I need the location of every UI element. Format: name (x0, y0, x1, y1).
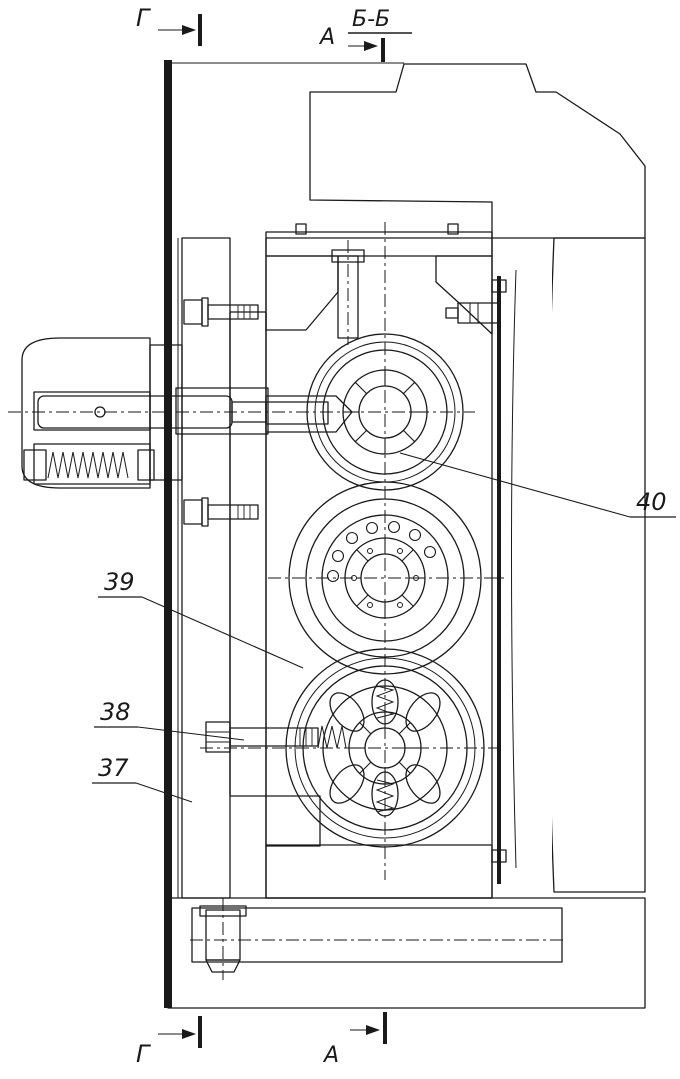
hub-bolt-circle (351, 548, 419, 608)
stud-spring (317, 725, 347, 749)
callout-38-label: 38 (100, 698, 131, 726)
bolt-head-upper (183, 299, 203, 325)
callout-39-label: 39 (104, 568, 135, 596)
housing-top-section (309, 63, 646, 239)
mounting-plane-line (164, 60, 172, 1008)
gear-cavity (265, 223, 499, 899)
section-marks: Г А Б-Б Г А (136, 4, 412, 1068)
left-flange-wall (181, 237, 231, 899)
coil-spring-top (375, 685, 395, 719)
fork-rail (265, 401, 329, 425)
bracket-lower-left (265, 795, 321, 847)
cover-stud-right (447, 223, 459, 235)
view-arrow-gamma-bottom (182, 1029, 196, 1039)
bottom-channel (191, 905, 563, 973)
clutch-lobe (405, 764, 441, 804)
spring-channel (33, 443, 151, 485)
gasket-clamp-top (491, 279, 507, 293)
gasket (491, 276, 507, 884)
spring-plug (23, 449, 47, 481)
clutch-lobe (405, 692, 441, 732)
section-mark-gamma-bottom-label: Г (136, 1040, 151, 1068)
cover-stud-left (295, 223, 307, 235)
shaft-bore (175, 387, 269, 435)
part-callouts: 40 39 38 37 (92, 452, 676, 803)
bell-housing-gap (500, 240, 552, 890)
leader-line-40 (399, 452, 631, 518)
bracket-upper-right (435, 255, 493, 335)
centerlines (8, 222, 565, 980)
gasket-clamp-bottom (491, 849, 507, 863)
drain-bolt-head (205, 959, 241, 973)
top-cover-plate (265, 231, 493, 257)
rod-channel (33, 391, 151, 431)
section-mark-a-bottom-label: А (322, 1043, 339, 1068)
bottom-channel-bore (191, 907, 563, 963)
bracket-upper-left (265, 255, 339, 331)
stud-shaft (229, 727, 319, 747)
spring-seat (137, 449, 155, 481)
leader-line-38 (137, 726, 245, 741)
side-plug-tip (445, 307, 459, 319)
leader-line-37 (135, 782, 193, 803)
clutch-lobe (329, 764, 365, 804)
housing-casting (167, 62, 646, 1009)
return-spring (47, 451, 129, 479)
view-arrow-a-bottom (366, 1025, 380, 1035)
shift-fork (265, 395, 353, 433)
callout-40-label: 40 (636, 488, 667, 516)
section-title: Б-Б (352, 7, 390, 32)
clutch-lobe (329, 692, 365, 732)
section-mark-gamma-top-label: Г (136, 4, 151, 32)
bolt-shaft-middle (207, 504, 259, 520)
bearing-rollers (326, 520, 437, 583)
bolt-head-middle (183, 499, 203, 525)
bolt-shaft-upper (207, 304, 259, 320)
knurled-handle-body (21, 337, 151, 489)
bell-housing-wall-line (511, 269, 517, 869)
coil-spring-bottom (375, 779, 395, 813)
section-mark-a-top-label: А (318, 25, 335, 50)
view-arrow-gamma-top (182, 25, 196, 35)
control-handle-assembly (21, 337, 353, 489)
callout-37-label: 37 (98, 754, 129, 782)
carrier-plate (229, 311, 267, 797)
cavity-bottom-wall (265, 844, 493, 899)
flange-fasteners (183, 297, 347, 753)
view-arrow-a-top (364, 41, 378, 51)
housing-right-section (547, 237, 646, 893)
leader-line-39 (141, 596, 304, 669)
